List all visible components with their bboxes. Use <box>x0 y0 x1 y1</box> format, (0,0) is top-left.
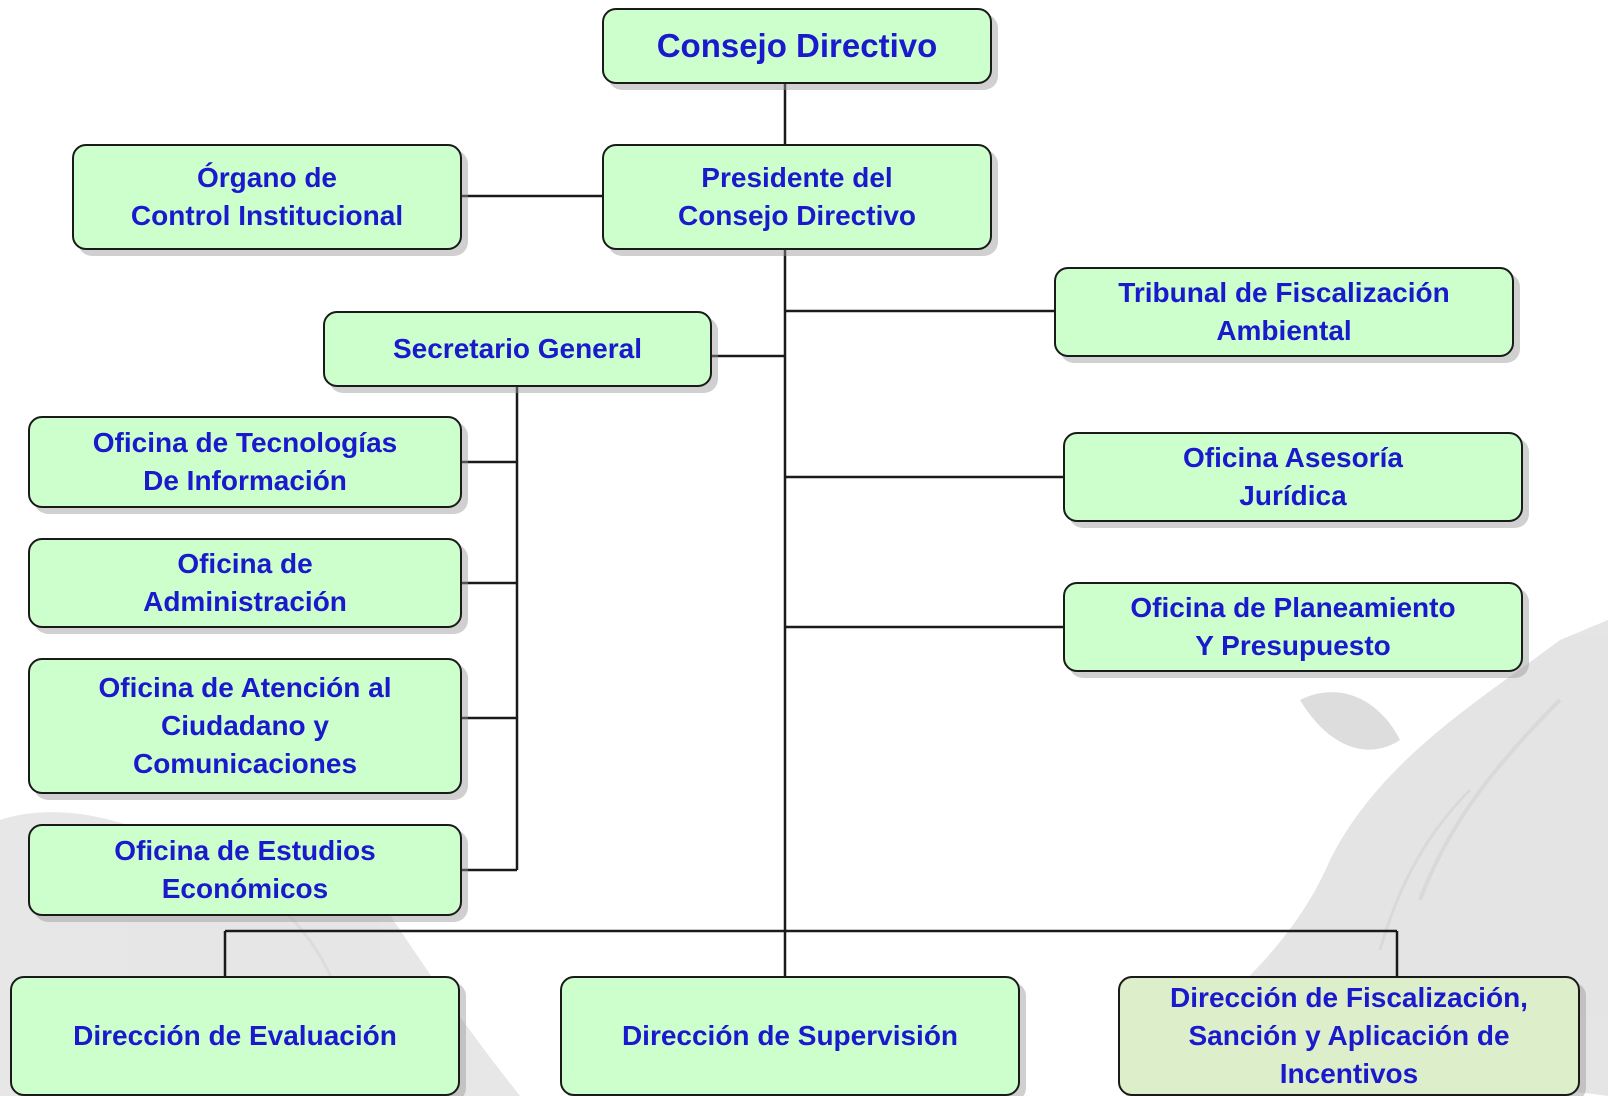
box-label-line: Dirección de Supervisión <box>621 1020 959 1051</box>
box-label-line: Oficina de Estudios <box>114 835 376 866</box>
box-planeamiento: Oficina de Planeamiento Y Presupuesto <box>1063 582 1523 672</box>
box-label-line: Oficina Asesoría <box>1183 442 1403 473</box>
box-label-line: Dirección de Evaluación <box>73 1020 397 1051</box>
box-label-line: Presidente del <box>701 162 893 193</box>
box-estudios-economicos: Oficina de Estudios Económicos <box>28 824 462 916</box>
box-asesoria-juridica: Oficina Asesoría Jurídica <box>1063 432 1523 522</box>
box-label-line: Jurídica <box>1239 480 1347 511</box>
box-label-line: Oficina de Planeamiento <box>1130 592 1456 623</box>
box-label-line: Sanción y Aplicación de <box>1188 1020 1510 1051</box>
box-label-line: Oficina de Atención al <box>98 672 392 703</box>
box-direccion-evaluacion: Dirección de Evaluación <box>10 976 460 1096</box>
box-label-line: Económicos <box>161 873 329 904</box>
box-label-line: Control Institucional <box>130 200 404 231</box>
box-organo-control: Órgano de Control Institucional <box>72 144 462 250</box>
box-administracion: Oficina de Administración <box>28 538 462 628</box>
box-label-line: Administración <box>143 586 347 617</box>
box-label-line: De Información <box>143 465 347 496</box>
box-tecnologias: Oficina de Tecnologías De Información <box>28 416 462 508</box>
box-label-line: Órgano de <box>196 162 337 193</box>
box-label-line: Oficina de Tecnologías <box>92 427 398 458</box>
box-atencion-ciudadano: Oficina de Atención al Ciudadano y Comun… <box>28 658 462 794</box>
box-label-line: Consejo Directivo <box>656 27 938 64</box>
box-label-line: Tribunal de Fiscalización <box>1118 277 1450 308</box>
box-label-line: Ciudadano y <box>160 710 329 741</box>
box-direccion-supervision: Dirección de Supervisión <box>560 976 1020 1096</box>
box-secretario-general: Secretario General <box>323 311 712 387</box>
box-label-line: Secretario General <box>392 333 643 364</box>
box-label-line: Oficina de <box>177 548 313 579</box>
box-label-line: Consejo Directivo <box>677 200 917 231</box>
box-tribunal: Tribunal de Fiscalización Ambiental <box>1054 267 1514 357</box>
box-label-line: Comunicaciones <box>132 748 358 779</box>
box-presidente: Presidente del Consejo Directivo <box>602 144 992 250</box>
box-label-line: Dirección de Fiscalización, <box>1170 982 1528 1013</box>
box-consejo-directivo: Consejo Directivo <box>602 8 992 84</box>
box-label-line: Y Presupuesto <box>1195 630 1391 661</box>
box-direccion-fiscalizacion: Dirección de Fiscalización, Sanción y Ap… <box>1118 976 1580 1096</box>
box-label-line: Ambiental <box>1216 315 1352 346</box>
box-label-line: Incentivos <box>1279 1058 1419 1089</box>
